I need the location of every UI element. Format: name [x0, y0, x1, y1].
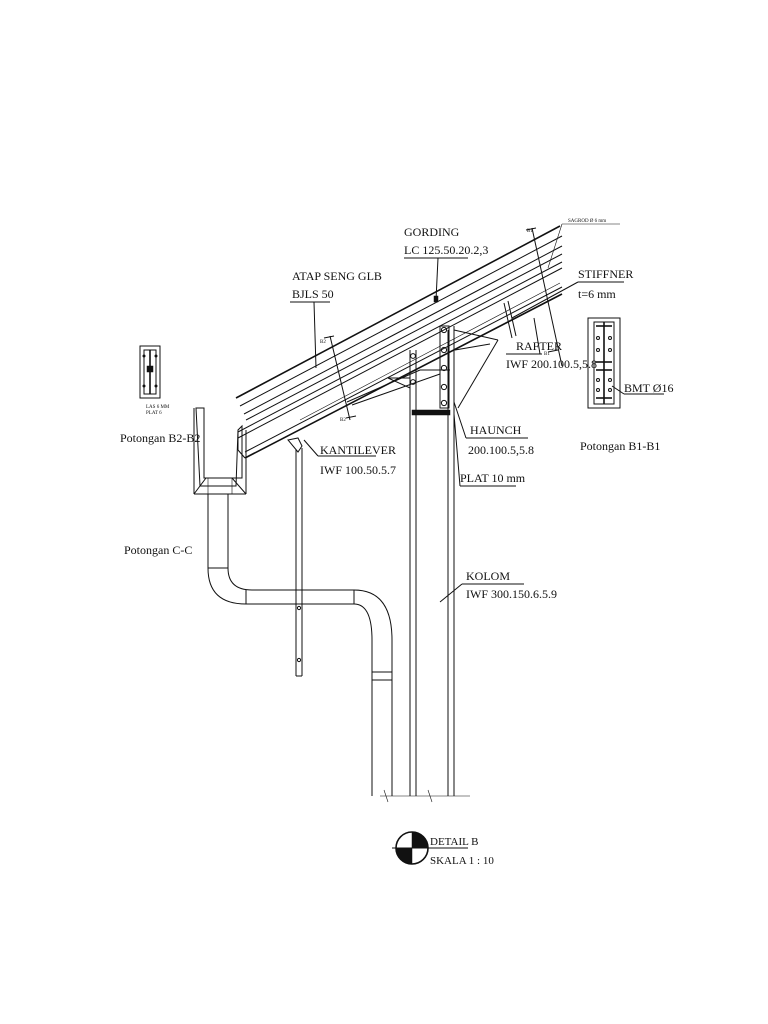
- label-atap-spec: BJLS 50: [292, 287, 334, 301]
- cut-marker-b2: B2 B2: [320, 335, 357, 423]
- svg-text:B1: B1: [527, 229, 533, 234]
- label-stiffner-spec: t=6 mm: [578, 287, 616, 301]
- end-plate: [410, 325, 450, 409]
- label-gording-spec: LC 125.50.20.2,3: [404, 243, 488, 257]
- label-potongan-cc: Potongan C-C: [124, 543, 192, 557]
- leader-lines: [290, 223, 664, 603]
- svg-text:B1: B1: [544, 352, 550, 357]
- label-plat: PLAT 10 mm: [460, 471, 526, 485]
- label-detail: DETAIL B: [430, 836, 479, 848]
- label-atap: ATAP SENG GLB: [292, 269, 382, 283]
- label-bmt: BMT Ø16: [624, 381, 673, 395]
- label-kolom: KOLOM: [466, 569, 510, 583]
- kantilever-hanger: [287, 437, 303, 677]
- detail-symbol: [392, 831, 468, 865]
- label-kolom-spec: IWF 300.150.6.5.9: [466, 587, 557, 601]
- svg-text:LAS 6 MM: LAS 6 MM: [146, 405, 170, 410]
- label-kantilever-spec: IWF 100.50.5.7: [320, 463, 396, 477]
- label-kantilever: KANTILEVER: [320, 443, 396, 457]
- label-sagrod: SAGROD Ø 6 mm: [568, 219, 606, 224]
- annotation-labels: GORDING LC 125.50.20.2,3 ATAP SENG GLB B…: [120, 219, 673, 867]
- label-rafter: RAFTER: [516, 339, 562, 353]
- label-haunch: HAUNCH: [470, 423, 522, 437]
- svg-text:B2: B2: [320, 340, 326, 345]
- stiffener-plate: [503, 300, 517, 339]
- label-skala: SKALA 1 : 10: [430, 855, 494, 867]
- label-stiffner: STIFFNER: [578, 267, 633, 281]
- label-potongan-b1: Potongan B1-B1: [580, 439, 660, 453]
- cut-marker-b1: B1 B1: [525, 227, 563, 367]
- label-potongan-b2: Potongan B2-B2: [120, 431, 200, 445]
- svg-text:B2: B2: [340, 418, 346, 423]
- haunch: [346, 329, 499, 416]
- label-haunch-spec: 200.100.5,5.8: [468, 443, 534, 457]
- column-kolom: [380, 326, 470, 803]
- svg-text:PLAT 6: PLAT 6: [146, 411, 162, 416]
- section-b1-detail: [587, 317, 621, 409]
- label-gording: GORDING: [404, 225, 460, 239]
- roof-sheet: [235, 225, 563, 407]
- label-rafter-spec: IWF 200.100.5,5.8: [506, 357, 597, 371]
- gutter-box: [193, 407, 247, 495]
- downspout-pipe: [207, 494, 393, 796]
- section-b2-detail: LAS 6 MM PLAT 6: [139, 345, 170, 416]
